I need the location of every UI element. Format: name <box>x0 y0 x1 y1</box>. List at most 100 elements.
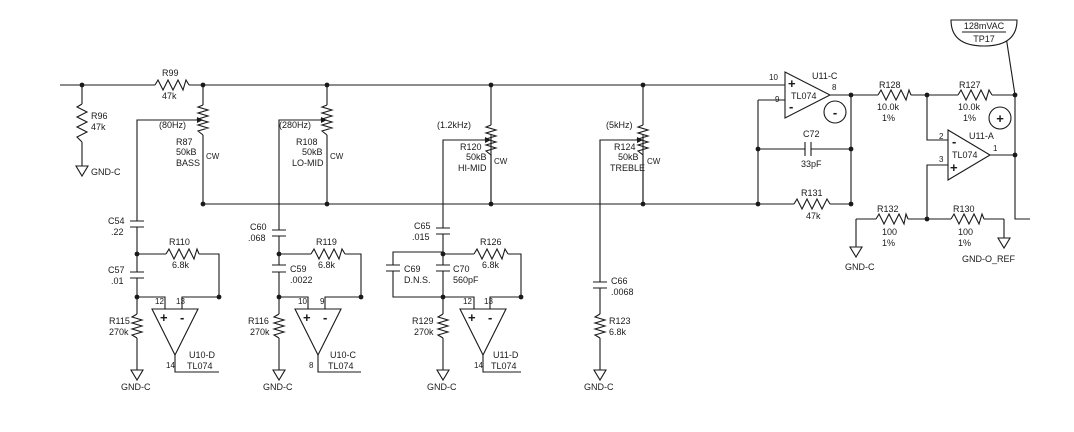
c57-value: .01 <box>111 276 124 286</box>
cap-c57: C57 .01 <box>108 262 144 286</box>
r110-value: 6.8k <box>172 260 190 270</box>
resistor-r130: R130 100 1% <box>950 204 985 248</box>
u11a-ref: U11-A <box>969 131 994 141</box>
cap-c54: C54 .22 <box>108 216 144 237</box>
r126-value: 6.8k <box>482 260 500 270</box>
u10d-pin-out: 14 <box>166 361 175 370</box>
resistor-r128: R128 10.0k 1% <box>877 80 912 123</box>
resistor-r110: R110 6.8k <box>165 237 200 270</box>
c70-value: 560pF <box>453 275 479 285</box>
c54-ref: C54 <box>108 216 125 226</box>
u10d-plus: + <box>160 310 168 325</box>
u10d-pin-minus: 13 <box>176 297 185 306</box>
u11a-minus: - <box>952 134 956 149</box>
polarity-minus-marker: - <box>823 100 847 124</box>
u11c-pin-plus: 10 <box>769 73 778 82</box>
resistor-r99: R99 47k <box>154 68 190 101</box>
r87-value: 50kB <box>176 147 197 157</box>
r87-cw: CW <box>206 152 220 161</box>
tp17-value: 128mVAC <box>964 21 1005 31</box>
r132-value: 100 <box>882 227 897 237</box>
r120-ref: R120 <box>460 142 482 152</box>
u11d-ref: U11-D <box>493 350 519 360</box>
pot-r87: (80Hz) R87 50kB BASS CW <box>159 104 220 168</box>
r120-value: 50kB <box>466 152 487 162</box>
u11d-pin-out: 14 <box>474 361 483 370</box>
gnd-c-label-6: GND-C <box>845 262 875 272</box>
r124-name: TREBLE <box>610 163 645 173</box>
r124-cw: CW <box>647 157 661 166</box>
u10c-pin-plus: 10 <box>298 297 307 306</box>
r127-value: 10.0k <box>958 102 981 112</box>
u11c-plus: + <box>788 76 796 91</box>
u10c-pin-out: 8 <box>309 361 314 370</box>
u11c-ref: U11-C <box>812 71 838 81</box>
u10d-pin-plus: 12 <box>155 297 164 306</box>
r108-freq: (280Hz) <box>279 120 311 130</box>
r124-value: 50kB <box>618 152 639 162</box>
opamp-u11a: - + 2 3 1 U11-A TL074 <box>939 129 998 181</box>
resistor-r123: R123 6.8k <box>593 313 631 339</box>
u11d-pin-minus: 13 <box>484 297 493 306</box>
opamp-u11d: + - 12 13 14 U11-D TL074 <box>459 297 521 373</box>
ground-symbols: GND-C GND-C GND-C GND-C GND-C GND-C GND-… <box>75 165 1016 392</box>
c54-value: .22 <box>111 227 124 237</box>
gnd-c-label-2: GND-C <box>121 382 151 392</box>
r119-value: 6.8k <box>318 260 336 270</box>
u11d-minus: - <box>488 310 492 325</box>
c60-value: .068 <box>248 233 266 243</box>
minus-symbol: - <box>833 105 837 120</box>
resistor-r119: R119 6.8k <box>310 237 346 270</box>
gnd-c-label-1: GND-C <box>91 167 121 177</box>
pot-r124: (5kHz) R124 50kB TREBLE CW <box>606 105 661 204</box>
u11a-plus: + <box>950 160 958 175</box>
resistor-r115: R115 270k <box>109 313 144 339</box>
r128-value: 10.0k <box>877 102 900 112</box>
r131-value: 47k <box>806 211 821 221</box>
r126-ref: R126 <box>480 237 502 247</box>
r108-cw: CW <box>330 152 344 161</box>
junctions <box>79 82 1018 300</box>
r115-ref: R115 <box>109 316 130 326</box>
c59-ref: C59 <box>290 264 307 274</box>
cap-c65: C65 .015 <box>412 221 450 242</box>
opamp-u11c: + - 10 9 8 U11-C TL074 <box>769 71 838 119</box>
resistor-r116: R116 270k <box>248 313 286 339</box>
gnd-c-label-3: GND-C <box>263 382 293 392</box>
u11a-pin-plus: 3 <box>939 155 944 164</box>
r99-ref: R99 <box>162 68 179 78</box>
opamp-u10c: + - 10 9 8 U10-C TL074 <box>294 297 361 373</box>
r108-ref: R108 <box>296 137 318 147</box>
cap-c72: C72 33pF <box>801 129 822 169</box>
u11c-minus: - <box>789 99 793 114</box>
c70-ref: C70 <box>453 264 470 274</box>
u10d-ref: U10-D <box>189 350 216 360</box>
c69-ref: C69 <box>404 264 421 274</box>
u11d-pin-plus: 12 <box>463 297 472 306</box>
r116-ref: R116 <box>248 316 269 326</box>
r124-ref: R124 <box>614 142 636 152</box>
u11a-pin-minus: 2 <box>939 132 944 141</box>
tp17-label: TP17 <box>973 34 995 44</box>
r130-ref: R130 <box>953 204 975 214</box>
u11c-part: TL074 <box>791 91 817 101</box>
c66-ref: C66 <box>611 276 628 286</box>
r128-ref: R128 <box>879 80 901 90</box>
r108-value: 50kB <box>302 147 323 157</box>
r127-tol: 1% <box>963 113 976 123</box>
gnd-o-ref-label: GND-O_REF <box>962 254 1016 264</box>
u10c-ref: U10-C <box>330 350 357 360</box>
u11a-part: TL074 <box>952 150 978 160</box>
r124-freq: (5kHz) <box>606 120 633 130</box>
r130-value: 100 <box>958 227 973 237</box>
gnd-c-label-5: GND-C <box>584 382 614 392</box>
c72-value: 33pF <box>801 159 822 169</box>
u10d-minus: - <box>180 310 184 325</box>
wires <box>60 29 1030 370</box>
r123-ref: R123 <box>609 316 631 326</box>
plus-symbol: + <box>996 111 1004 126</box>
resistor-r126: R126 6.8k <box>473 237 509 270</box>
u11d-plus: + <box>468 310 476 325</box>
cap-c66: C66 .0068 <box>593 276 634 297</box>
